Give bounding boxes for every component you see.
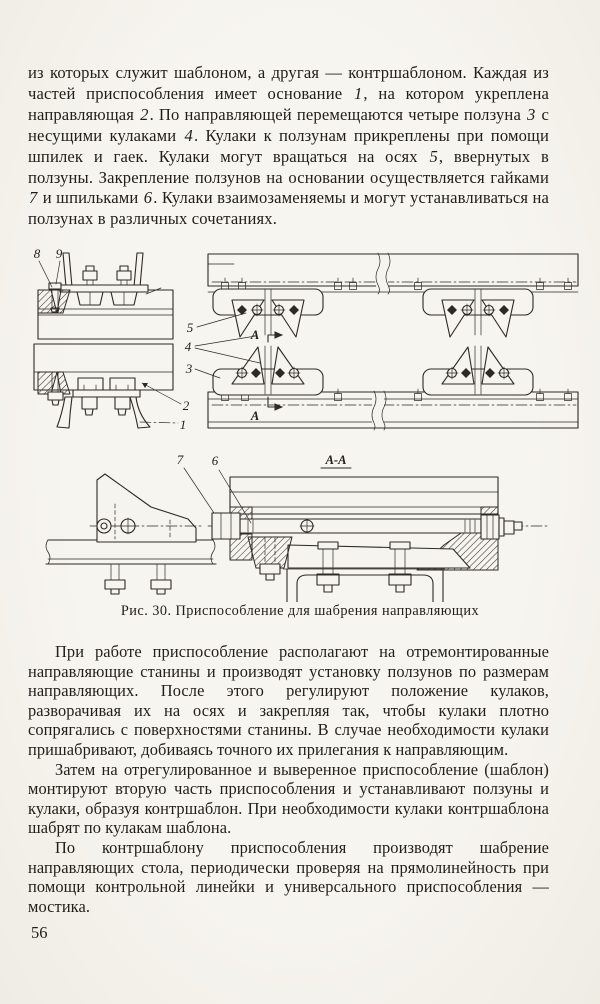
view-section-aa: А-А (45, 452, 551, 603)
paragraph-continuation: из которых служит шаблоном, а другая — к… (28, 63, 549, 230)
figure-30-drawing: 8 9 2 1 (33, 246, 579, 603)
paragraph-text: По контршаблону приспособления производя… (28, 837, 549, 916)
section-mark-bottom: А (250, 409, 259, 423)
section-mark-top: А (250, 328, 259, 342)
callout-6: 6 (212, 453, 219, 468)
figure-30: 8 9 2 1 (20, 242, 580, 603)
paragraph-text: При работе приспособление располагают на… (28, 642, 549, 759)
paragraph-text: Затем на отрегулированное и выверенное п… (28, 759, 549, 838)
callout-5: 5 (187, 320, 194, 335)
body-text: При работе приспособление располагают на… (28, 642, 549, 916)
paragraph-text: из которых служит шаблоном, а другая — к… (28, 63, 550, 229)
callout-7: 7 (177, 452, 184, 467)
view-end-top: 8 9 (34, 246, 174, 340)
view-end-bottom: 2 1 (33, 343, 190, 432)
section-label: А-А (325, 453, 347, 467)
view-plan: А А 5 4 3 (185, 252, 579, 431)
callout-2: 2 (183, 398, 190, 413)
callout-4: 4 (185, 339, 192, 354)
callout-9: 9 (56, 246, 63, 261)
callout-3: 3 (185, 361, 193, 376)
callout-1: 1 (180, 417, 187, 432)
figure-caption: Рис. 30. Приспособление для шабрения нап… (120, 603, 480, 619)
page-number: 56 (31, 923, 48, 942)
callout-8: 8 (34, 246, 41, 261)
